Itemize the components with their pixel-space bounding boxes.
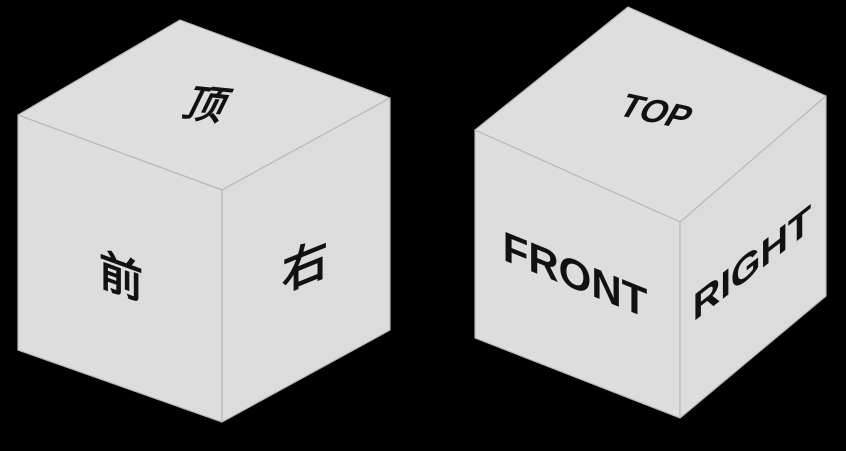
cube-english-right-face: [679, 95, 827, 419]
cube-english: TOP FRONT RIGHT: [474, 6, 827, 419]
cube-chinese-right-face: [221, 97, 391, 423]
cube-chinese: 顶 前 右: [17, 19, 391, 423]
